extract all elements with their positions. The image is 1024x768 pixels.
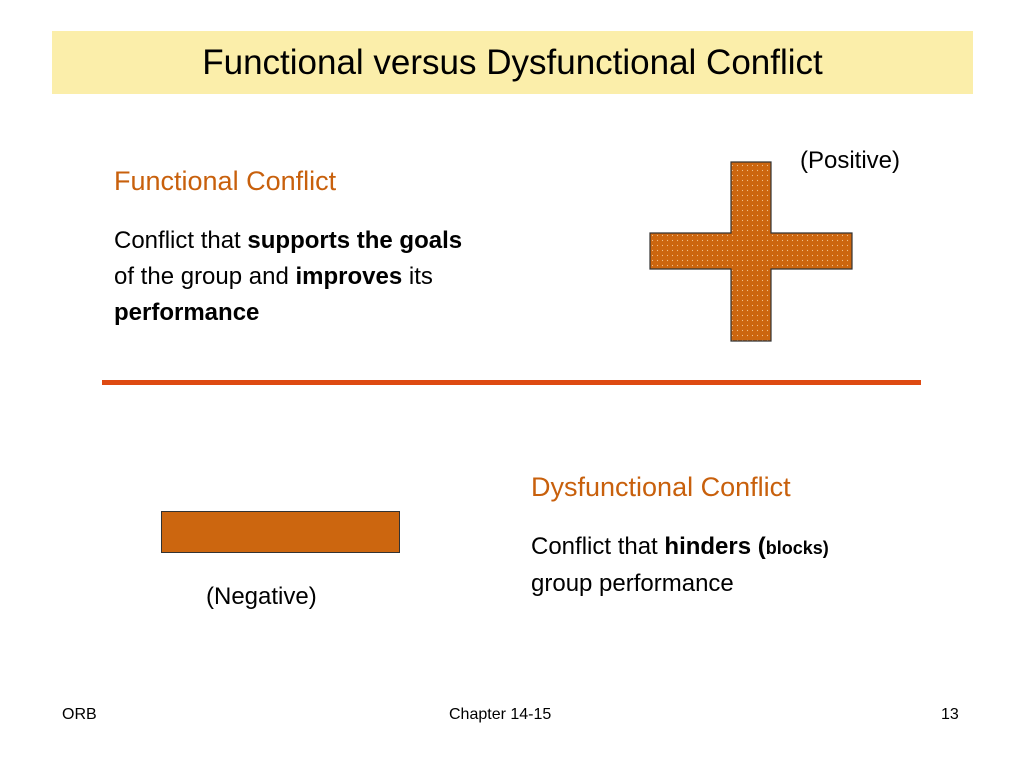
title-bar: Functional versus Dysfunctional Conflict	[52, 31, 973, 94]
dysfunctional-text-1: Conflict that	[531, 533, 665, 560]
footer-page-number: 13	[941, 706, 959, 723]
dysfunctional-heading: Dysfunctional Conflict	[531, 472, 791, 502]
positive-label: (Positive)	[800, 147, 901, 174]
plus-icon	[649, 161, 853, 342]
footer-left: ORB	[62, 706, 97, 723]
functional-bold-1: supports the goals	[247, 227, 463, 254]
functional-text-2: of the group and	[114, 263, 296, 290]
dysfunctional-text-2: group performance	[531, 570, 734, 597]
functional-text-3: its	[402, 263, 433, 290]
divider-line	[102, 380, 921, 385]
dysfunctional-bold-1: hinders (	[664, 533, 766, 560]
functional-text-1: Conflict that	[114, 227, 248, 254]
negative-label: (Negative)	[206, 583, 317, 610]
dysfunctional-description: Conflict that hinders (blocks) group per…	[531, 529, 1001, 602]
functional-heading: Functional Conflict	[114, 166, 337, 196]
slide-title: Functional versus Dysfunctional Conflict	[202, 42, 823, 82]
minus-icon	[161, 511, 400, 553]
footer-center: Chapter 14-15	[449, 706, 552, 723]
functional-bold-2: improves	[295, 263, 403, 290]
dysfunctional-bold-small: blocks)	[765, 538, 829, 558]
functional-bold-3: performance	[114, 299, 260, 326]
functional-description: Conflict that supports the goals of the …	[114, 223, 594, 331]
